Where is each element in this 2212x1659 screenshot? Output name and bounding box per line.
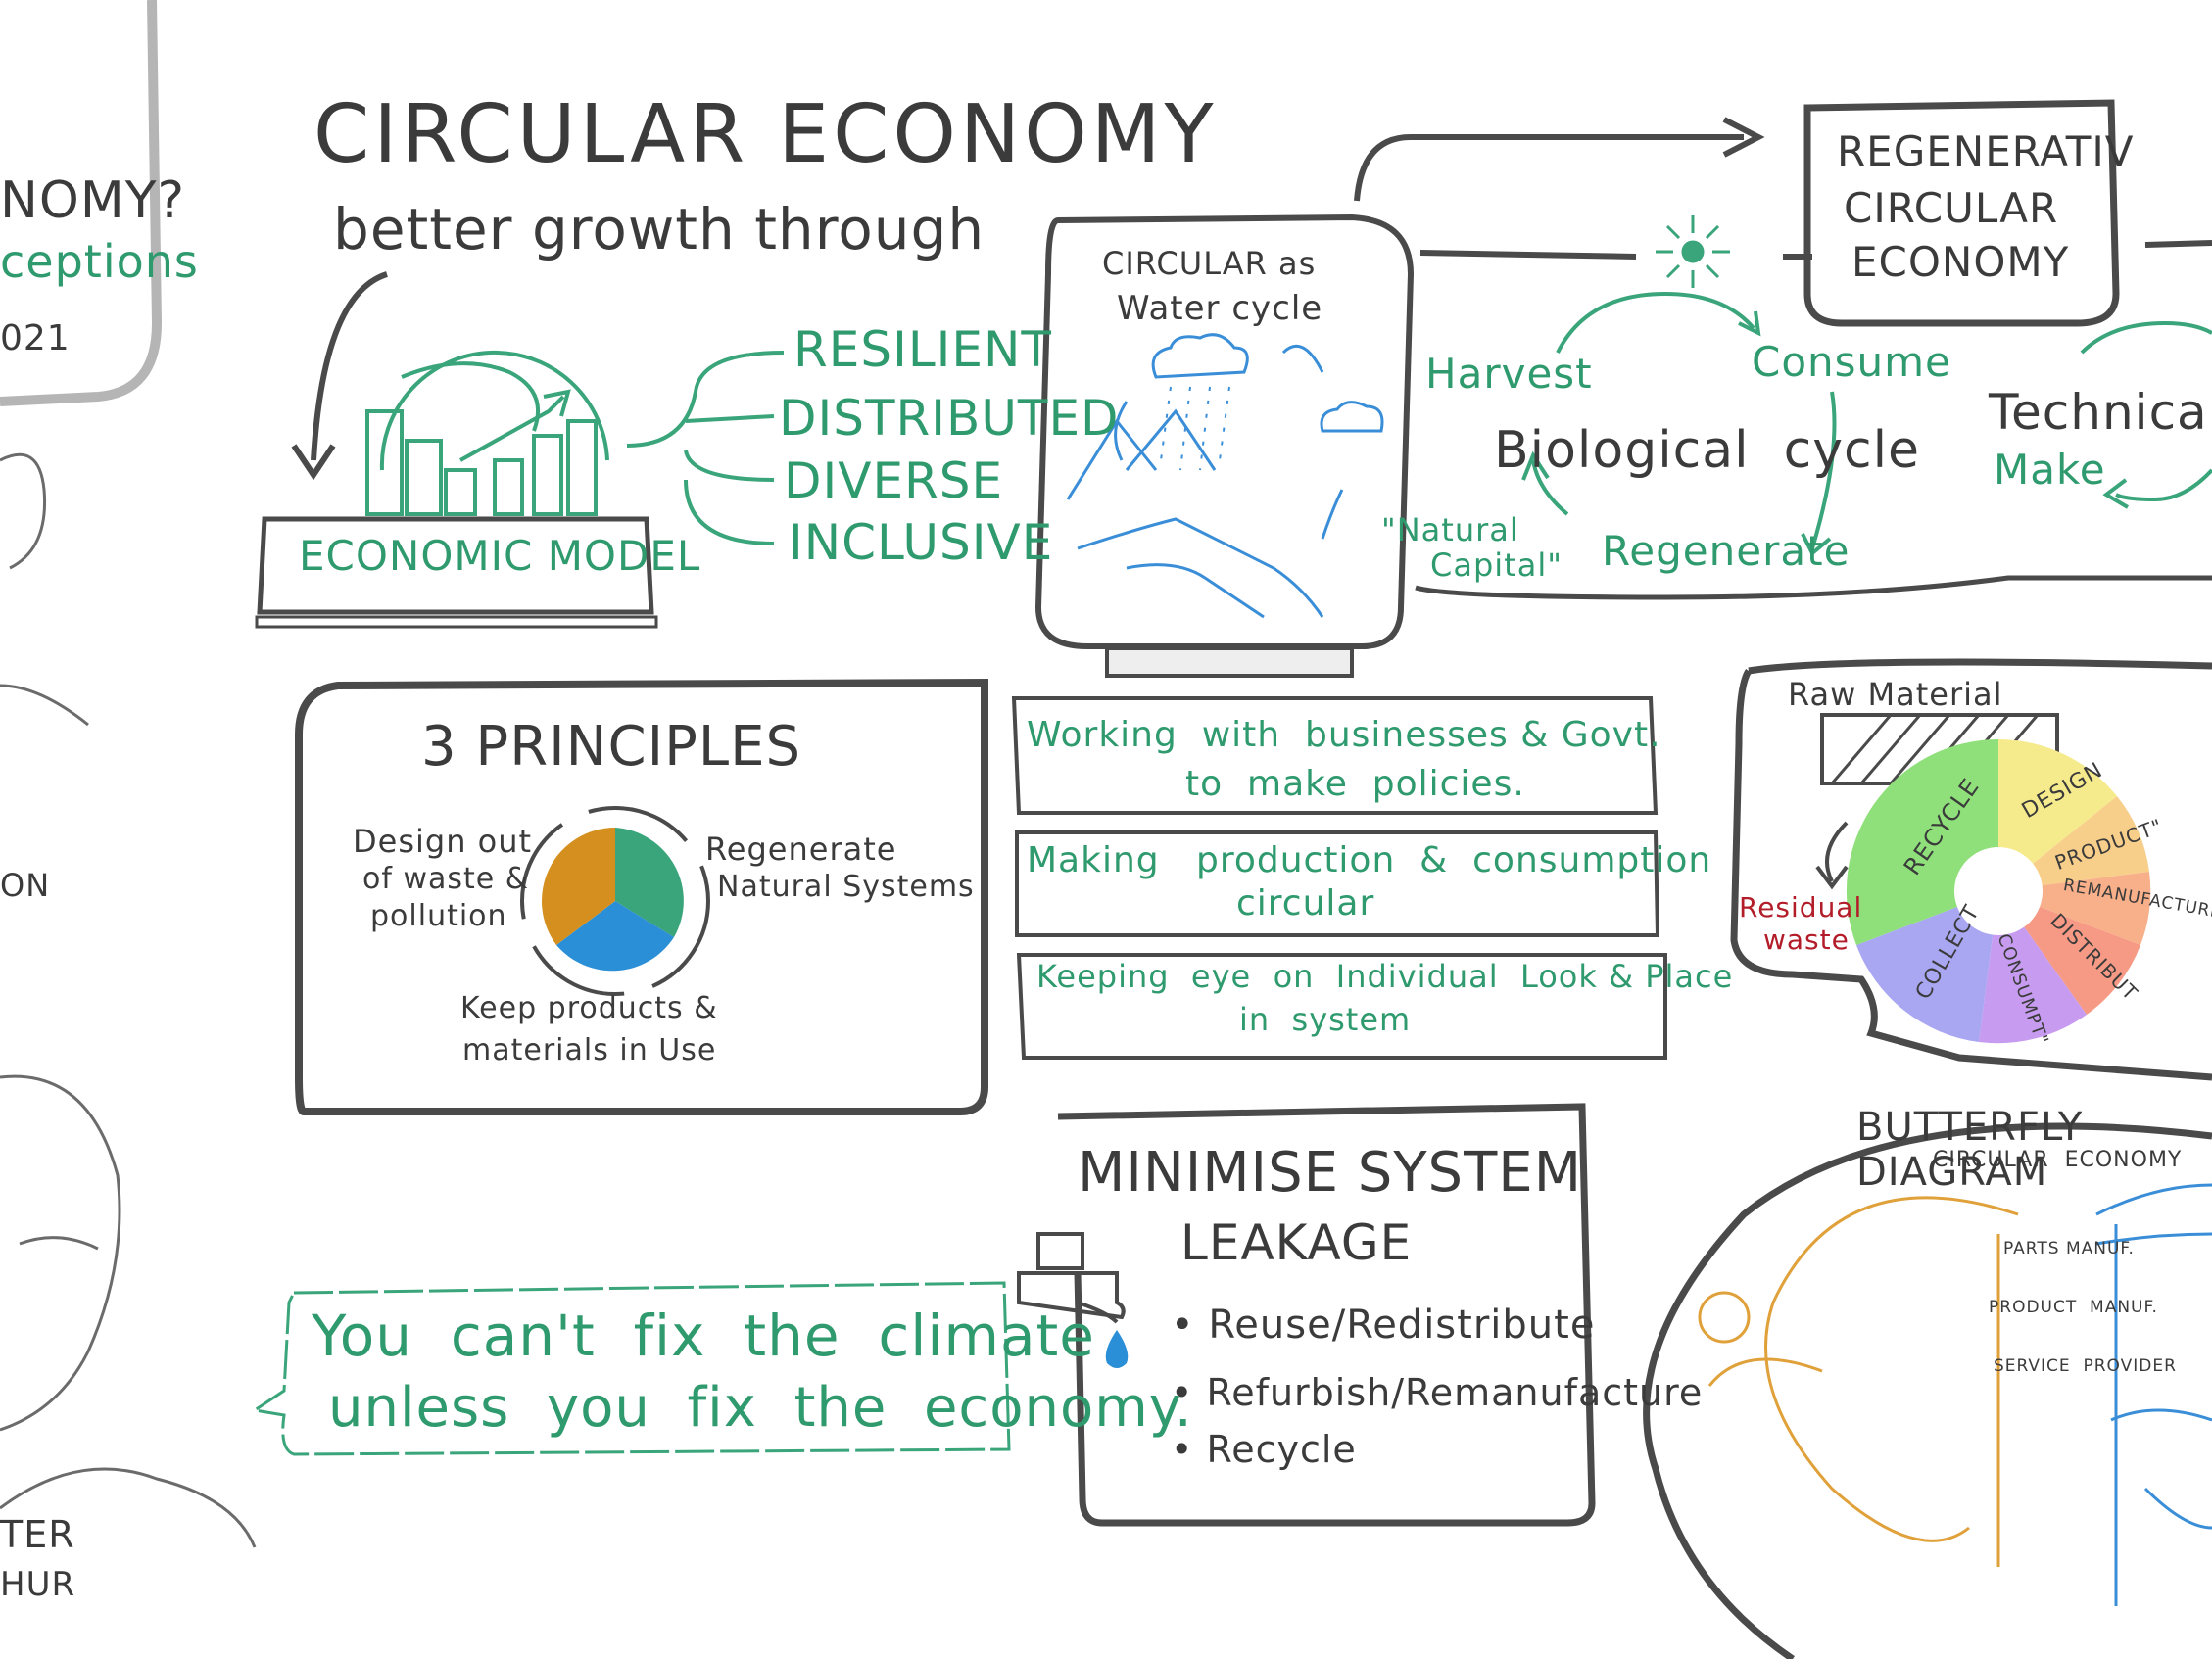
person-2-name-2: HUR (0, 1565, 76, 1604)
quality-resilient: RESILIENT (793, 321, 1052, 378)
raw-material-label: Raw Material (1788, 676, 2003, 713)
butterfly-step-parts: PARTS MANUF. (2003, 1239, 2135, 1258)
leakage-item-reuse: • Reuse/Redistribute (1171, 1303, 1596, 1348)
lifecycle-wheel (1846, 739, 2151, 1044)
leakage-item-refurbish: • Refurbish/Remanufacture (1171, 1371, 1704, 1414)
header-line-3: 021 (0, 318, 71, 358)
bio-regenerate: Regenerate (1602, 527, 1851, 575)
quote-line-2: unless you fix the economy. (328, 1376, 1193, 1440)
principles-title: 3 PRINCIPLES (421, 715, 802, 779)
bio-harvest: Harvest (1425, 350, 1593, 398)
action-3-line-1: Keeping eye on Individual Look & Place (1036, 958, 1734, 995)
principle-1-line-2: of waste & (362, 862, 530, 896)
butterfly-step-service: SERVICE PROVIDER (1994, 1356, 2177, 1376)
quality-distributed: DISTRIBUTED (779, 390, 1120, 447)
regenerative-line-2: CIRCULAR (1844, 184, 2059, 232)
person-2-name-1: TER (0, 1513, 75, 1556)
bio-natural-capital-1: "Natural (1381, 511, 1519, 548)
regenerative-line-3: ECONOMY (1851, 238, 2070, 286)
action-2-line-1: Making production & consumption (1027, 840, 1712, 880)
principle-1-line-3: pollution (370, 899, 507, 933)
person-1-name: ON (0, 867, 51, 904)
leakage-item-reuse-label: Reuse/Redistribute (1208, 1303, 1596, 1348)
butterfly-left-loops (1698, 1196, 2019, 1567)
portrait-sketches (0, 452, 257, 1548)
technical-label: Technical (1989, 384, 2212, 441)
action-3-line-2: in system (1239, 1001, 1412, 1038)
butterfly-right-loops (2095, 1183, 2212, 1606)
leakage-item-refurbish-label: Refurbish/Remanufacture (1206, 1371, 1704, 1414)
butterfly-title: BUTTERFLY DIAGRAM (1856, 1105, 2084, 1195)
minimise-title-1: MINIMISE SYSTEM (1078, 1141, 1583, 1205)
butterfly-subtitle: CIRCULAR ECONOMY (1933, 1148, 2183, 1172)
principle-2-line-1: Regenerate (705, 830, 897, 868)
header-line-1: NOMY? (0, 171, 186, 230)
action-1-line-1: Working with businesses & Govt. (1027, 715, 1661, 755)
principle-1-line-1: Design out (353, 823, 533, 860)
quality-inclusive: INCLUSIVE (789, 514, 1054, 571)
economy-icon (365, 350, 609, 516)
bio-cycle-label: Biological cycle (1494, 421, 1921, 480)
action-2-line-2: circular (1236, 883, 1375, 924)
quote-line-1: You can't fix the climate (312, 1303, 1095, 1369)
water-cycle-art (1066, 333, 1384, 619)
principle-2-line-2: Natural Systems (717, 870, 975, 904)
regenerative-line-1: REGENERATIV (1837, 127, 2135, 175)
page-title: CIRCULAR ECONOMY (313, 88, 1218, 181)
header-line-2: ceptions (0, 235, 199, 288)
quality-diverse: DIVERSE (784, 452, 1004, 509)
sun-icon (1656, 215, 1730, 288)
action-1-line-2: to make policies. (1185, 764, 1525, 804)
minimise-title-2: LEAKAGE (1180, 1214, 1413, 1271)
economic-model-label: ECONOMIC MODEL (299, 532, 701, 580)
principle-3-line-2: materials in Use (462, 1033, 717, 1067)
faucet-icon (1017, 1232, 1126, 1324)
water-cycle-line-1: CIRCULAR as (1102, 245, 1317, 282)
residual-waste-line-1: Residual (1739, 891, 1863, 924)
residual-waste-line-2: waste (1763, 924, 1850, 956)
bio-natural-capital-2: Capital" (1430, 546, 1563, 584)
principles-pie (520, 806, 710, 996)
leakage-item-recycle: • Recycle (1171, 1428, 1357, 1471)
page-subtitle: better growth through (333, 196, 986, 262)
leakage-item-recycle-label: Recycle (1206, 1428, 1357, 1471)
technical-make: Make (1994, 446, 2106, 494)
butterfly-step-product: PRODUCT MANUF. (1989, 1298, 2158, 1317)
bio-consume: Consume (1752, 338, 1951, 386)
principle-3-line-1: Keep products & (460, 991, 718, 1025)
water-cycle-line-2: Water cycle (1117, 289, 1323, 328)
